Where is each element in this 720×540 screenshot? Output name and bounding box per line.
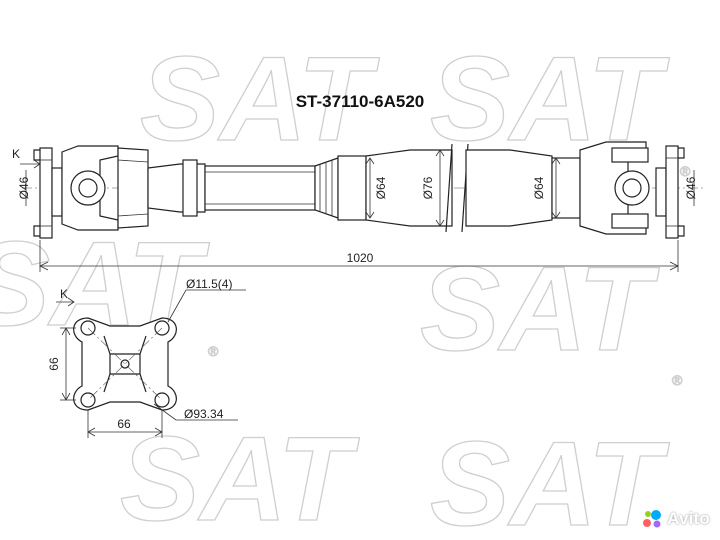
dim-shaft-b: Ø76 xyxy=(421,176,435,199)
watermark-logo-5: SAT xyxy=(120,412,360,540)
dim-width-arrows xyxy=(87,427,163,437)
dim-shaft-c: Ø64 xyxy=(532,176,546,199)
avito-logo-icon xyxy=(643,510,662,528)
main-tube-right xyxy=(461,143,581,233)
k-arrow-top xyxy=(20,159,41,169)
dim-flange-left: Ø46 xyxy=(17,176,31,199)
watermark-logo-4: SAT xyxy=(420,242,660,376)
right-flange-lugs xyxy=(678,147,685,237)
left-flange-lugs xyxy=(33,149,40,237)
left-flange-plate xyxy=(39,147,53,239)
right-yoke-cap-top xyxy=(611,147,649,163)
k-label-top: K xyxy=(12,147,20,161)
dim-length-arrows xyxy=(39,261,679,271)
dim-shaft-a: Ø64 xyxy=(374,176,388,199)
bolt-diagonal-2 xyxy=(87,327,163,401)
avito-dot-red xyxy=(643,519,652,527)
left-yoke-neck xyxy=(117,147,149,229)
right-flange-hub xyxy=(655,167,667,217)
sat-watermark: SAT SAT SAT SAT SAT SAT ® ® ® ® ® xyxy=(0,31,692,540)
right-flange-plate xyxy=(665,145,679,239)
right-cross-bearing xyxy=(614,170,650,206)
tube-neck-right xyxy=(551,157,581,219)
left-flange-hub xyxy=(51,167,63,217)
dim-overall-length: 1020 xyxy=(347,251,374,265)
avito-dot-blue xyxy=(651,510,662,520)
dim-width: 66 xyxy=(117,417,131,431)
avito-label: Avito xyxy=(667,509,710,528)
watermark-reg-3: ® xyxy=(208,343,219,359)
right-yoke-cap-bottom xyxy=(611,213,649,229)
flange-detail-view: K Ø11.5(4) Ø93.34 xyxy=(47,277,246,438)
slip-taper xyxy=(314,157,339,219)
tube-body-right xyxy=(465,149,553,227)
watermark-logo-6: SAT xyxy=(430,417,670,540)
main-tube-left xyxy=(337,143,453,233)
left-cross-bearing-inner xyxy=(78,178,98,198)
flange-yoke-ears xyxy=(103,335,147,393)
dim-bolt-holes: Ø11.5(4) xyxy=(186,277,232,291)
dim-shaft-a-arrows xyxy=(365,157,375,219)
bolt-diagonal-1 xyxy=(87,327,163,401)
slip-spline-tube xyxy=(204,165,316,211)
dim-bolt-circle: Ø93.34 xyxy=(184,407,224,421)
right-universal-joint xyxy=(579,141,650,235)
dim-shaft-b-arrows xyxy=(435,149,445,227)
watermark-reg-2: ® xyxy=(680,163,691,179)
avito-dot-purple xyxy=(653,520,661,528)
dim-shaft-c-arrows xyxy=(551,157,561,219)
dust-boot xyxy=(182,159,198,217)
avito-dot-green xyxy=(645,511,652,517)
left-yoke-edge-bottom xyxy=(117,213,149,217)
watermark-reg-4: ® xyxy=(672,372,683,388)
dim-height-arrows xyxy=(61,327,71,401)
dim-flange-right: Ø46 xyxy=(684,176,698,199)
slip-shaft xyxy=(147,157,339,219)
tube-neck-left xyxy=(337,155,367,221)
flange-center xyxy=(120,359,130,369)
part-number: ST-37110-6A520 xyxy=(296,92,425,111)
tube-body-left xyxy=(365,149,453,227)
right-cross-bearing-inner xyxy=(622,178,642,198)
driveshaft-view: K Ø46 Ø64 Ø76 Ø64 Ø46 1020 xyxy=(12,141,705,272)
k-label-detail: K xyxy=(60,287,68,301)
leader-bolt-circle xyxy=(153,403,238,421)
k-arrow-detail xyxy=(56,297,75,307)
watermark-logo-1: SAT xyxy=(140,32,380,166)
avito-badge: Avito xyxy=(642,508,710,530)
dim-height: 66 xyxy=(47,357,61,371)
left-cross-bearing xyxy=(70,170,106,206)
left-yoke-edge-top xyxy=(117,159,149,163)
break-line-left xyxy=(445,143,453,233)
left-universal-joint xyxy=(61,145,149,231)
right-flange xyxy=(655,145,685,239)
leader-bolt-holes xyxy=(167,289,246,323)
